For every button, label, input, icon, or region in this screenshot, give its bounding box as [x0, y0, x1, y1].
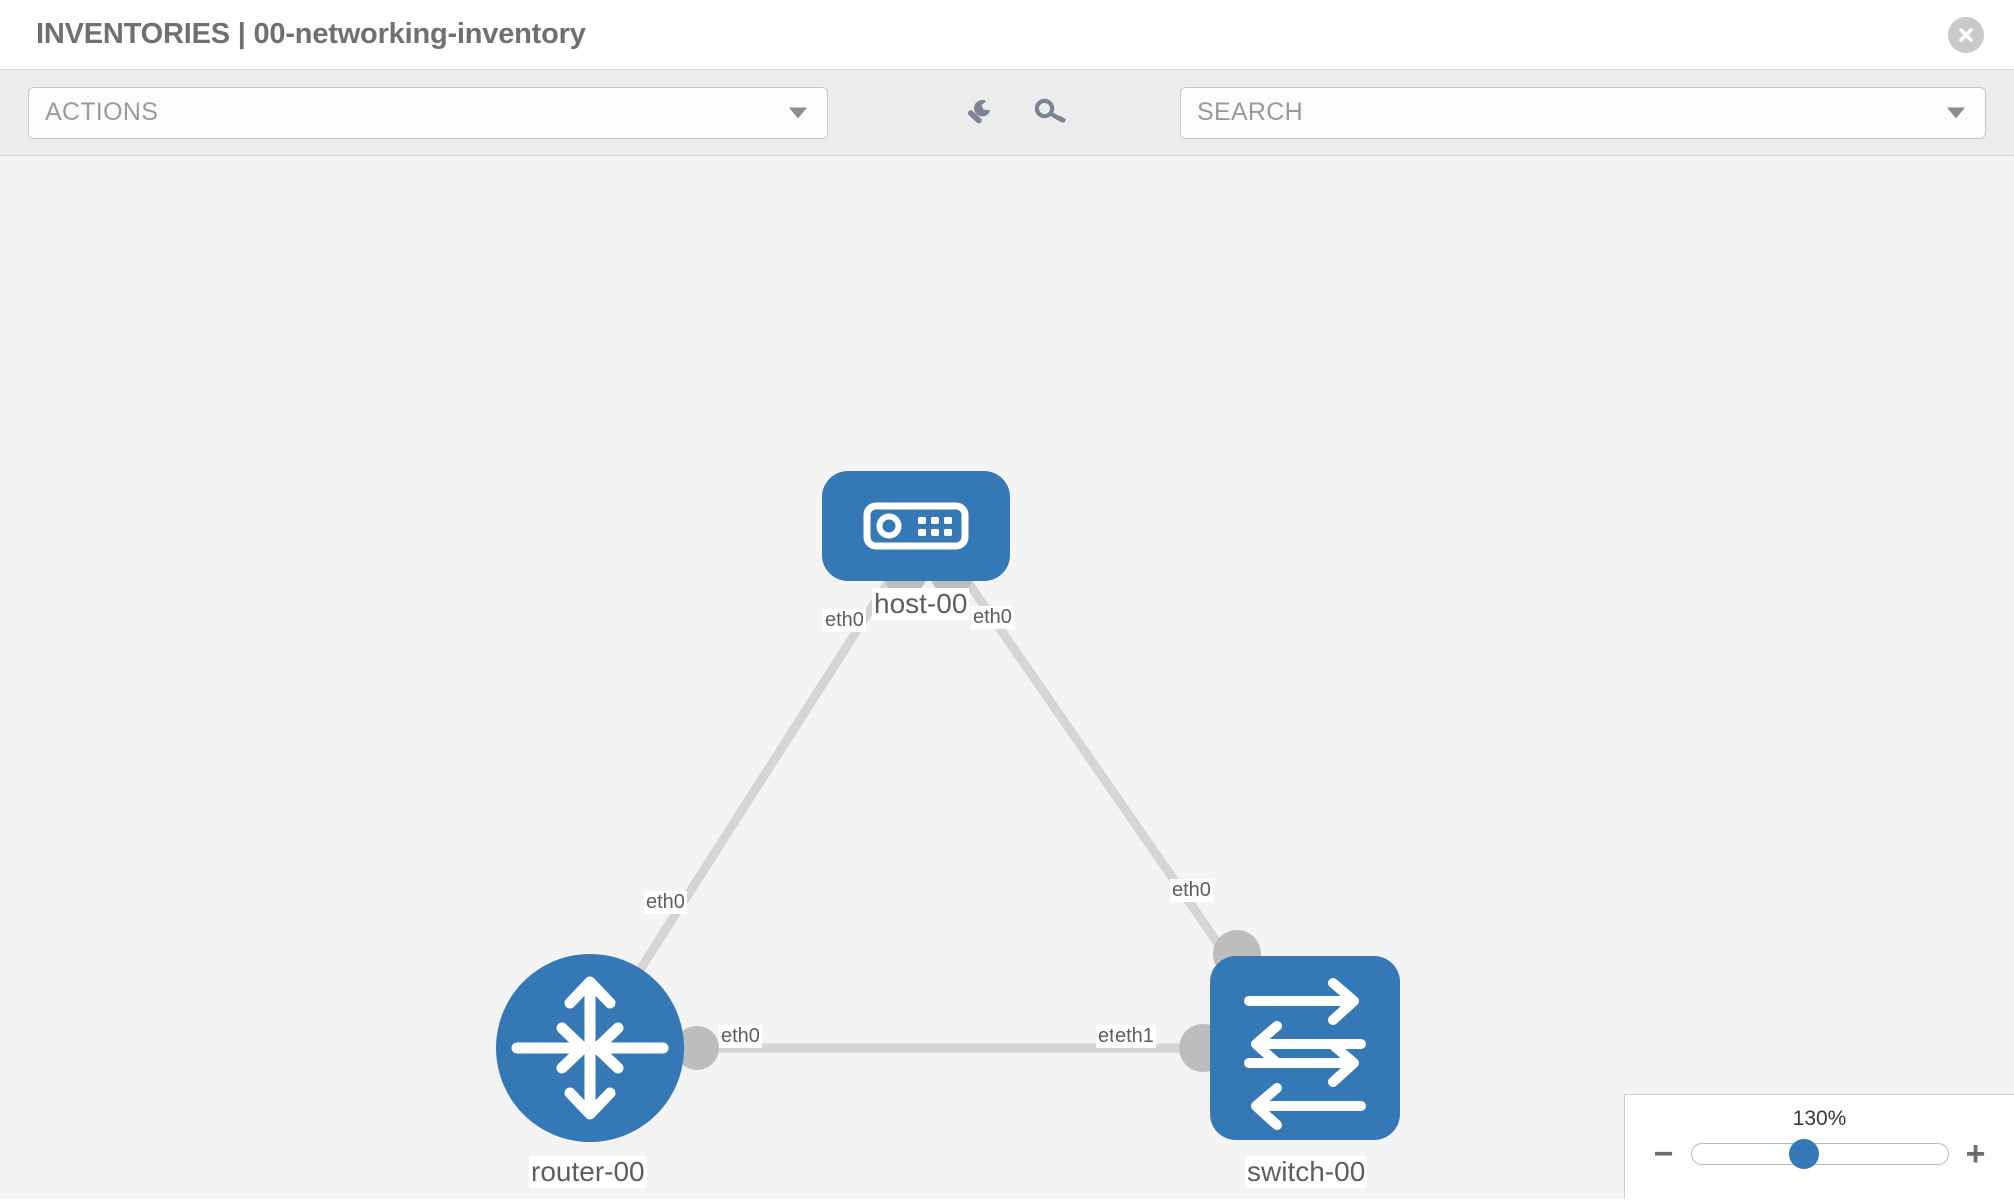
- link-host00-router00[interactable]: [616, 568, 899, 1004]
- iface-label-switch00-to-router00: eth1: [1113, 1025, 1156, 1048]
- toolbar: ACTIONS SEARCH: [0, 70, 2014, 156]
- key-icon[interactable]: [1030, 93, 1070, 133]
- zoom-control-panel: 130% − +: [1624, 1094, 2014, 1199]
- chevron-down-icon: [789, 107, 807, 118]
- iface-label-host00-to-router00: eth0: [823, 609, 866, 632]
- node-switch-00[interactable]: [1210, 956, 1400, 1140]
- node-host-00[interactable]: [822, 471, 1010, 581]
- node-label-switch-00: switch-00: [1245, 1156, 1368, 1189]
- server-icon: [863, 502, 969, 550]
- wrench-icon[interactable]: [958, 93, 998, 133]
- switch-arrows-icon: [1244, 978, 1366, 1130]
- iface-label-switch00-to-host00: eth0: [1170, 879, 1213, 902]
- chevron-down-icon: [1947, 107, 1965, 118]
- zoom-percent-label: 130%: [1792, 1107, 1847, 1130]
- connector-dot-router00-east[interactable]: [675, 1026, 719, 1070]
- node-router-00[interactable]: [496, 954, 684, 1142]
- search-placeholder: SEARCH: [1197, 98, 1303, 126]
- topology-graph: [496, 471, 1400, 1142]
- link-host00-switch00[interactable]: [956, 568, 1239, 971]
- actions-dropdown[interactable]: ACTIONS: [28, 86, 828, 139]
- zoom-out-button[interactable]: −: [1653, 1135, 1674, 1173]
- page-header: INVENTORIES | 00-networking-inventory: [0, 0, 2014, 70]
- iface-label-router00-to-switch00: eth0: [719, 1025, 762, 1048]
- zoom-slider-track[interactable]: [1690, 1139, 1949, 1169]
- iface-label-host00-to-switch00: eth0: [971, 606, 1014, 629]
- link-layer: [616, 568, 1239, 1053]
- zoom-in-button[interactable]: +: [1965, 1135, 1986, 1173]
- close-icon: [1959, 27, 1973, 42]
- topology-canvas[interactable]: host-00 router-00 switch-00 eth0 eth0 et…: [0, 156, 2014, 1199]
- search-dropdown[interactable]: SEARCH: [1180, 86, 1986, 139]
- toolbar-icon-group: [958, 93, 1070, 133]
- page-title: INVENTORIES | 00-networking-inventory: [36, 18, 586, 50]
- iface-label-router00-to-host00: eth0: [644, 891, 687, 914]
- zoom-slider-row: − +: [1625, 1137, 2014, 1171]
- router-arrows-icon: [511, 976, 669, 1120]
- node-label-host-00: host-00: [872, 588, 970, 621]
- actions-dropdown-label: ACTIONS: [45, 98, 159, 126]
- node-label-router-00: router-00: [529, 1156, 647, 1189]
- zoom-slider-thumb[interactable]: [1789, 1139, 1820, 1169]
- connector-layer: [675, 551, 1261, 1072]
- close-button[interactable]: [1948, 16, 1984, 53]
